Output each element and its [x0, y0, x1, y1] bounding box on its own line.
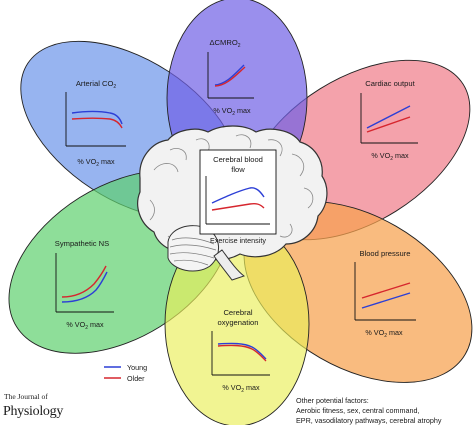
sympathetic-ns-xlabel: % VO2 max — [66, 320, 104, 331]
cmro2-young-curve — [214, 64, 245, 86]
blood-pressure-young-line — [361, 292, 411, 309]
arterial-co2-older-curve — [71, 117, 123, 129]
legend: Young Older — [104, 363, 147, 383]
center-older-curve — [211, 202, 265, 211]
journal-logo: The Journal of Physiology — [3, 392, 64, 419]
cerebral-oxygenation-title-line2: oxygenation — [218, 318, 259, 327]
other-factors-heading: Other potential factors: — [296, 396, 369, 405]
cardiac-output-xlabel: % VO2 max — [371, 151, 409, 162]
blood-pressure-older-line — [361, 282, 411, 299]
center-xlabel: Exercise intensity — [210, 236, 266, 245]
legend-young-label: Young — [127, 363, 147, 372]
arterial-co2-title: Arterial CO2 — [76, 79, 117, 90]
cmro2-older-curve — [214, 66, 246, 87]
cardiac-output-title: Cardiac output — [365, 79, 415, 88]
journal-logo-line1: The Journal of — [4, 392, 48, 401]
blood-pressure-xlabel: % VO2 max — [365, 328, 403, 339]
cerebral-oxygenation-young-curve — [217, 342, 267, 360]
cardiac-output-young-line — [366, 105, 411, 129]
graph-cmro2: ΔCMRO2 % VO2 max — [207, 38, 254, 117]
arterial-co2-young-curve — [71, 110, 123, 125]
blood-pressure-title: Blood pressure — [359, 249, 410, 258]
center-graph-cerebral-blood-flow: Cerebral blood flow Exercise intensity — [199, 149, 277, 245]
cerebral-oxygenation-xlabel: % VO2 max — [222, 383, 260, 394]
other-factors-line2: EPR, vasodilatory pathways, cerebral atr… — [296, 416, 442, 425]
graph-arterial-co2: Arterial CO2 % VO2 max — [65, 79, 126, 168]
cardiac-output-older-line — [366, 116, 411, 133]
graph-cerebral-oxygenation: Cerebral oxygenation % VO2 max — [211, 308, 270, 394]
cmro2-title: ΔCMRO2 — [209, 38, 240, 49]
cmro2-xlabel: % VO2 max — [213, 106, 251, 117]
sympathetic-ns-young-curve — [61, 271, 108, 303]
graph-sympathetic-ns: Sympathetic NS % VO2 max — [55, 239, 114, 331]
other-factors-note: Other potential factors: Aerobic fitness… — [296, 396, 442, 425]
center-young-curve — [211, 187, 265, 204]
sympathetic-ns-title: Sympathetic NS — [55, 239, 109, 248]
sympathetic-ns-older-curve — [61, 265, 107, 298]
cerebral-oxygenation-older-curve — [217, 344, 267, 362]
legend-older-label: Older — [127, 374, 145, 383]
graph-cardiac-output: Cardiac output % VO2 max — [360, 79, 418, 162]
arterial-co2-xlabel: % VO2 max — [77, 157, 115, 168]
other-factors-line1: Aerobic fitness, sex, central command, — [296, 406, 419, 415]
center-title-line1: Cerebral blood — [213, 155, 263, 164]
journal-logo-line2: Physiology — [3, 404, 63, 419]
graph-blood-pressure: Blood pressure % VO2 max — [354, 249, 416, 339]
center-title-line2: flow — [231, 165, 245, 174]
cerebral-oxygenation-title-line1: Cerebral — [223, 308, 252, 317]
